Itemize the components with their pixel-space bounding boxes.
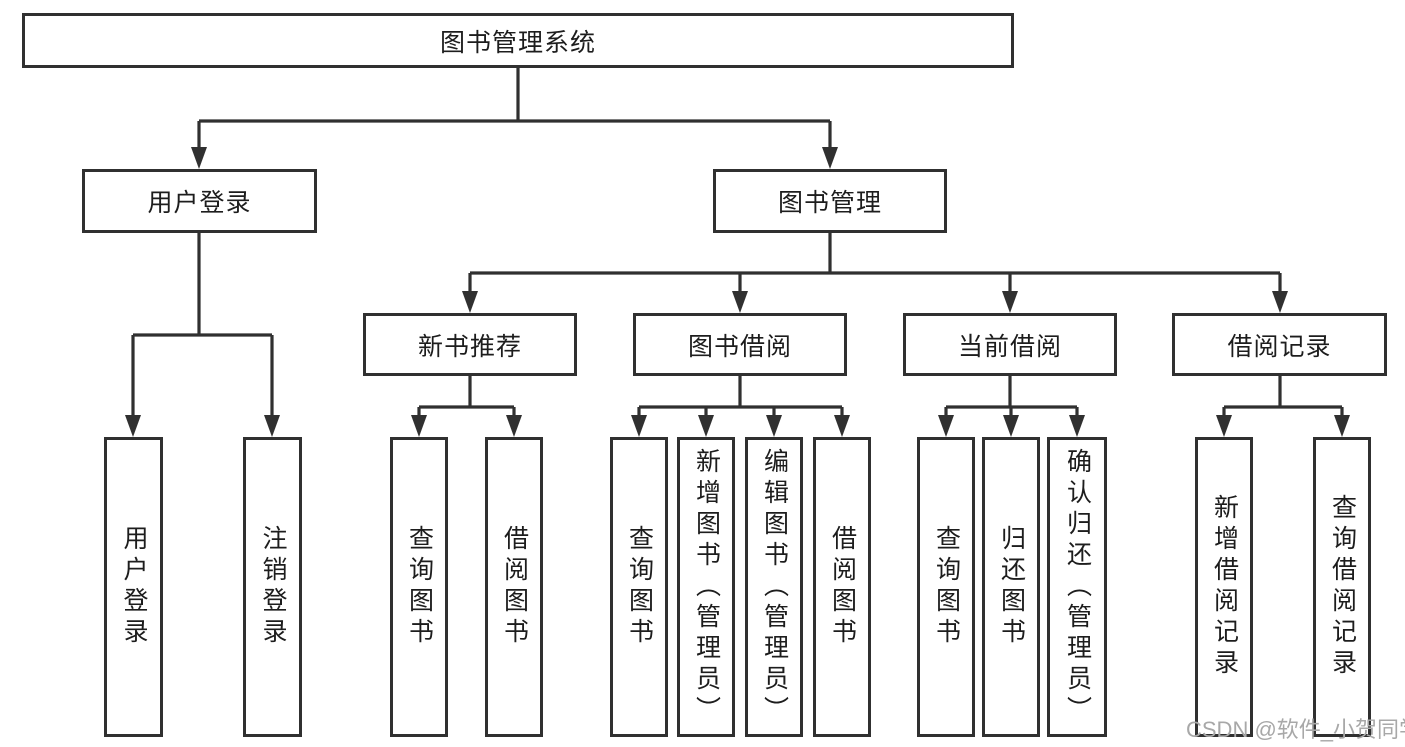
- connector-bookmgmt-to-level3: [468, 233, 1282, 294]
- leaf-return-books: 归还图书: [982, 437, 1040, 737]
- leaf-edit-books-admin-label: 编辑图书（管理员）: [760, 447, 789, 727]
- leaf-query-borrow-record: 查询借阅记录: [1313, 437, 1371, 737]
- node-root: 图书管理系统: [22, 13, 1014, 68]
- leaf-query-books-3-label: 查询图书: [932, 525, 961, 649]
- leaf-add-books-admin: 新增图书（管理员）: [677, 437, 735, 737]
- leaf-query-borrow-record-label: 查询借阅记录: [1328, 494, 1357, 680]
- arrow-icon: [834, 415, 850, 437]
- node-book-management: 图书管理: [713, 169, 947, 233]
- leaf-query-books-2: 查询图书: [610, 437, 668, 737]
- leaf-return-books-label: 归还图书: [997, 525, 1026, 649]
- node-current-borrow-label: 当前借阅: [957, 332, 1062, 361]
- arrow-icon: [506, 415, 522, 437]
- leaf-query-books-3: 查询图书: [917, 437, 975, 737]
- arrow-icon: [191, 147, 207, 169]
- leaf-add-borrow-record: 新增借阅记录: [1195, 437, 1253, 737]
- leaf-borrow-books-1-label: 借阅图书: [500, 525, 529, 649]
- leaf-borrow-books-2: 借阅图书: [813, 437, 871, 737]
- node-new-book-recommend-label: 新书推荐: [417, 332, 522, 361]
- node-user-login-group-label: 用户登录: [147, 189, 252, 217]
- node-new-book-recommend: 新书推荐: [363, 313, 577, 376]
- arrow-icon: [698, 415, 714, 437]
- connector-borrow-group: [637, 376, 844, 418]
- arrow-icon: [1272, 291, 1288, 313]
- leaf-add-books-admin-label: 新增图书（管理员）: [692, 447, 721, 727]
- arrow-icon: [1334, 415, 1350, 437]
- arrow-icon: [631, 415, 647, 437]
- arrow-icon: [1069, 415, 1085, 437]
- leaf-add-borrow-record-label: 新增借阅记录: [1210, 494, 1239, 680]
- arrow-icon: [822, 147, 838, 169]
- arrow-icon: [462, 291, 478, 313]
- arrow-icon: [766, 415, 782, 437]
- leaf-query-books-1-label: 查询图书: [405, 525, 434, 649]
- connector-root-to-level2: [197, 68, 832, 150]
- connector-login-group: [131, 233, 274, 418]
- leaf-logout: 注销登录: [243, 437, 302, 737]
- arrow-icon: [1002, 291, 1018, 313]
- node-book-borrow: 图书借阅: [633, 313, 847, 376]
- leaf-user-login-label: 用户登录: [120, 525, 148, 649]
- connector-paths: [131, 68, 1344, 418]
- arrow-icon: [125, 415, 141, 437]
- leaf-query-books-1: 查询图书: [390, 437, 448, 737]
- arrowheads: [125, 147, 1350, 437]
- connector-newbooks-group: [417, 376, 516, 418]
- watermark: CSDN @软件_小贺同学: [1186, 717, 1405, 742]
- leaf-logout-label: 注销登录: [259, 525, 287, 649]
- connector-records-group: [1222, 376, 1344, 418]
- leaf-confirm-return-admin: 确认归还（管理员）: [1047, 437, 1107, 737]
- node-borrow-records: 借阅记录: [1172, 313, 1387, 376]
- node-current-borrow: 当前借阅: [903, 313, 1117, 376]
- node-book-borrow-label: 图书借阅: [687, 332, 792, 361]
- arrow-icon: [1003, 415, 1019, 437]
- arrow-icon: [1216, 415, 1232, 437]
- arrow-icon: [264, 415, 280, 437]
- leaf-borrow-books-1: 借阅图书: [485, 437, 543, 737]
- leaf-user-login: 用户登录: [104, 437, 163, 737]
- node-borrow-records-label: 借阅记录: [1227, 332, 1332, 361]
- node-root-label: 图书管理系统: [439, 28, 596, 57]
- node-user-login-group: 用户登录: [82, 169, 317, 233]
- connector-current-group: [944, 376, 1079, 418]
- leaf-edit-books-admin: 编辑图书（管理员）: [745, 437, 803, 737]
- leaf-confirm-return-admin-label: 确认归还（管理员）: [1063, 447, 1092, 727]
- arrow-icon: [732, 291, 748, 313]
- leaf-borrow-books-2-label: 借阅图书: [828, 525, 857, 649]
- arrow-icon: [938, 415, 954, 437]
- arrow-icon: [411, 415, 427, 437]
- leaf-query-books-2-label: 查询图书: [625, 525, 654, 649]
- node-book-management-label: 图书管理: [777, 189, 882, 217]
